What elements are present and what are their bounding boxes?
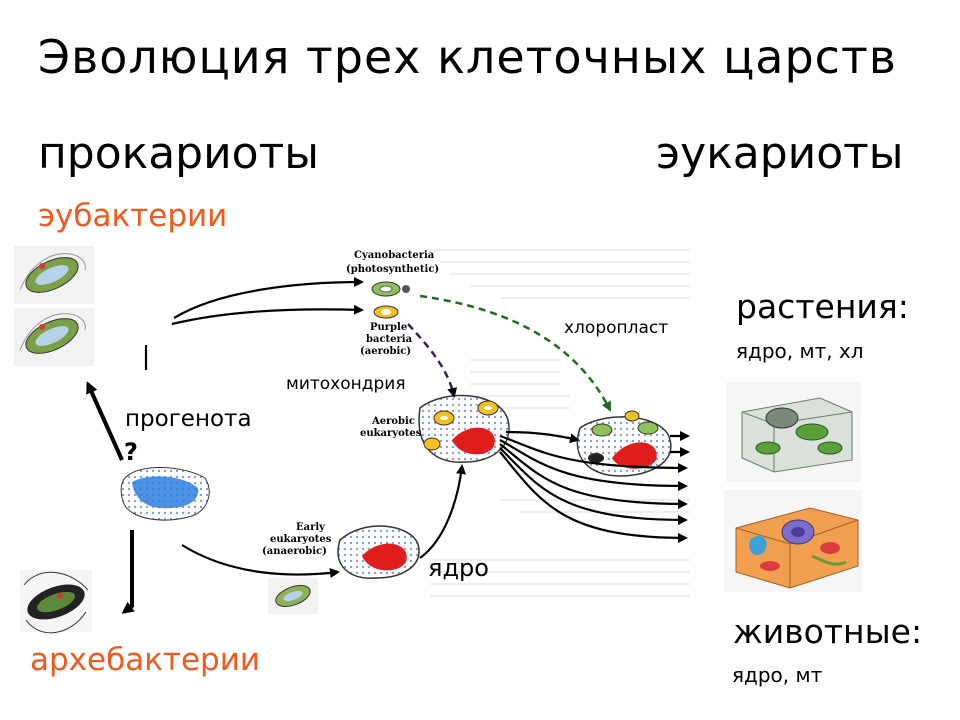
plants-organelles: ядро, мт, хл <box>736 339 864 363</box>
early-eukaryotes-label-2: eukaryotes <box>270 534 332 545</box>
purple-bacterium-cell <box>373 305 399 319</box>
archaebacterium-image <box>20 570 92 634</box>
aerobic-eukaryote-cell <box>418 394 510 463</box>
cyanobacteria-label: Cyanobacteria <box>354 250 435 261</box>
animals-organelles: ядро, мт <box>732 663 823 687</box>
animal-cell-image <box>724 490 862 592</box>
early-eukaryotes-label-3: (anaerobic) <box>262 546 327 557</box>
progenote-arrows <box>86 381 135 614</box>
progenota-label: прогенота <box>125 406 252 432</box>
aerobic-eukaryotes-label-2: eukaryotes <box>360 428 422 439</box>
endosymbiosis-arrows <box>407 294 612 412</box>
small-cell-image <box>268 578 318 614</box>
eubacteria-label: эубактерии <box>38 198 228 234</box>
cyanobacterium-cell <box>371 281 410 297</box>
mitochondrion-label: митохондрия <box>286 374 406 394</box>
evolution-arrows <box>144 277 690 578</box>
page-title: Эволюция трех клеточных царств <box>38 30 897 84</box>
question-mark: ? <box>124 438 138 466</box>
progenote-cell <box>120 467 210 521</box>
eubacterium-image-1 <box>14 246 94 304</box>
aerobic-eukaryotes-label: Aerobic <box>371 416 415 427</box>
archaebacteria-label: архебактерии <box>30 642 261 678</box>
early-eukaryotes-label: Early <box>296 522 326 533</box>
early-eukaryote-cell <box>337 525 420 579</box>
plants-label: растения: <box>736 287 909 326</box>
eubacterium-image-2 <box>14 308 94 366</box>
purple-bacteria-label-3: (aerobic) <box>360 346 411 357</box>
animals-label: животные: <box>733 612 923 651</box>
eukaryotes-heading: эукариоты <box>656 128 904 179</box>
nucleus-label: ядро <box>428 554 489 582</box>
prokaryotes-heading: прокариоты <box>38 128 319 179</box>
background-page-texture <box>430 249 690 597</box>
chloroplast-label: хлоропласт <box>564 318 669 338</box>
cyanobacteria-sub-label: (photosynthetic) <box>346 264 439 275</box>
purple-bacteria-label: Purple <box>370 322 407 333</box>
purple-bacteria-label-2: bacteria <box>366 334 413 345</box>
photosynthetic-eukaryote-cell <box>576 410 672 477</box>
plant-cell-image <box>726 382 861 482</box>
